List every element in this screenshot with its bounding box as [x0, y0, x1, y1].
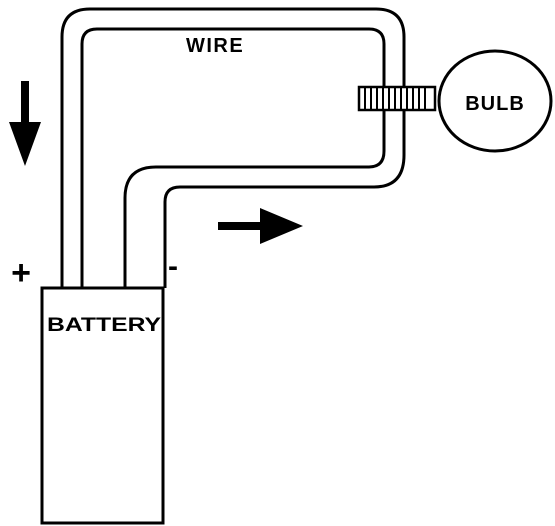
battery-label: BATTERY — [47, 315, 161, 336]
bulb-label: BULB — [465, 93, 525, 115]
wire-label: WIRE — [186, 35, 244, 57]
wire-inner-edge — [80, 27, 386, 288]
negative-terminal-label: - — [168, 250, 178, 283]
bulb — [437, 49, 553, 153]
bulb-base — [357, 85, 437, 112]
arrow-down-icon — [9, 81, 41, 166]
positive-terminal-label: + — [11, 254, 31, 292]
arrow-right-icon — [218, 208, 303, 244]
battery — [40, 286, 165, 525]
